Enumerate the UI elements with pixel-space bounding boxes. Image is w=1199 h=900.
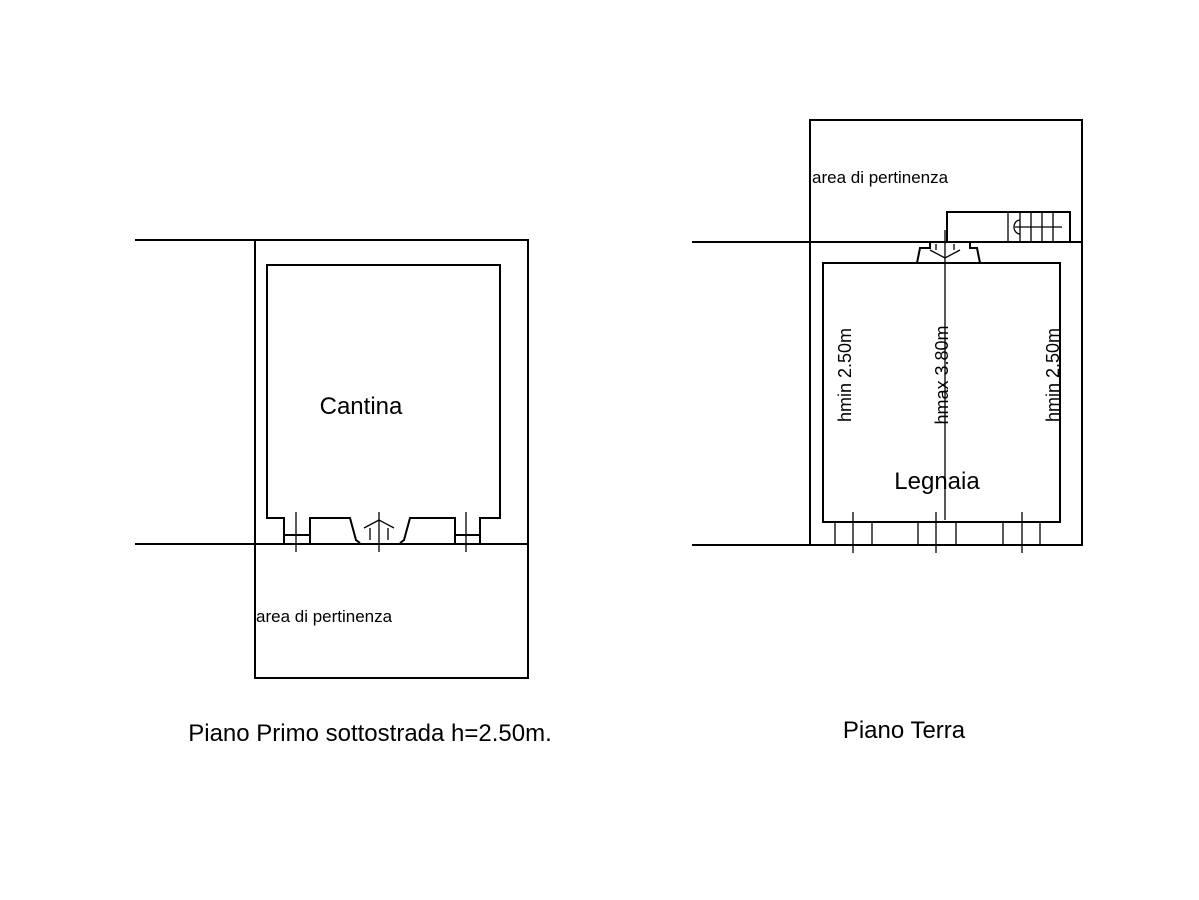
caption-right: Piano Terra <box>843 717 966 744</box>
right-plan: hmin 2.50m hmax 3.80m hmin 2.50m Legnaia… <box>692 119 1083 744</box>
door-leaf-left <box>309 517 361 544</box>
door-leaf-right <box>399 517 456 544</box>
room-label-cantina: Cantina <box>320 393 403 420</box>
height-label-right: hmin 2.50m <box>1043 328 1063 422</box>
area-label: area di pertinenza <box>812 168 949 187</box>
cantina-walls <box>266 264 501 543</box>
legnaia-walls <box>822 262 1061 523</box>
height-label-left: hmin 2.50m <box>835 328 855 422</box>
room-label-legnaia: Legnaia <box>894 468 980 495</box>
up-arrow-icon <box>363 519 395 540</box>
outer-boundary <box>254 239 529 679</box>
left-plan: Cantina area di pertinenza Piano Primo s… <box>135 239 552 747</box>
door-frame <box>916 242 981 264</box>
caption-left: Piano Primo sottostrada h=2.50m. <box>188 720 552 747</box>
stairs <box>1007 212 1062 242</box>
height-label-center: hmax 3.80m <box>932 325 952 424</box>
outer-boundary <box>809 119 1083 546</box>
area-label: area di pertinenza <box>256 607 393 626</box>
bottom-openings <box>834 512 1041 553</box>
